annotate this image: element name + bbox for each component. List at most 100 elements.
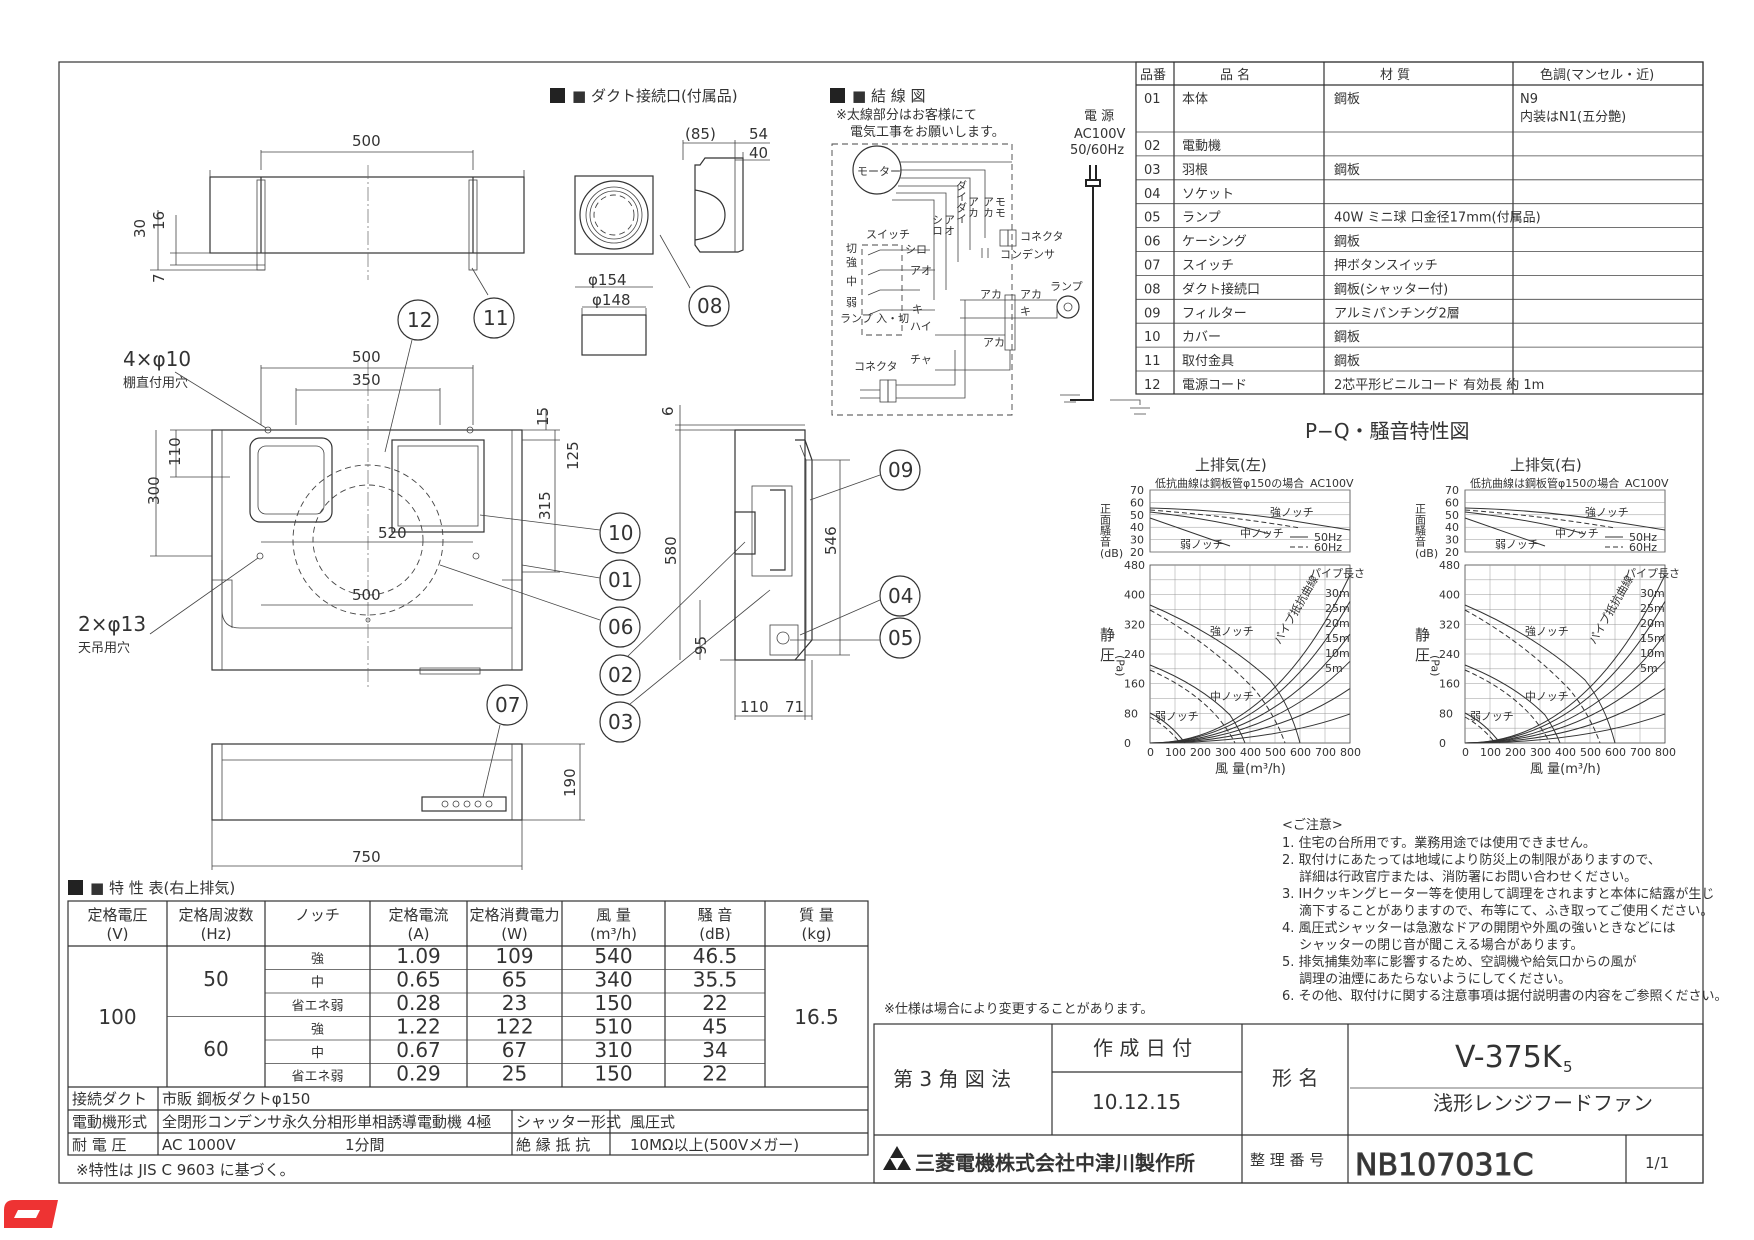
wire-aka-c: アカ <box>980 288 1002 301</box>
parts-header-color: 色調(マンセル・近) <box>1540 67 1654 83</box>
part-no: 07 <box>1144 259 1161 274</box>
part-no: 01 <box>1144 92 1161 107</box>
note-line: 1. 住宅の台所用です。業務用途では使用できません。 <box>1282 835 1596 851</box>
part-name: スイッチ <box>1182 259 1234 274</box>
hole-4x10-label: 棚直付用穴 <box>123 376 188 391</box>
wire-aka-d: アカ <box>1020 288 1042 301</box>
noise-tick: 60 <box>1130 496 1144 509</box>
pipe-length: 10m <box>1325 647 1350 660</box>
flow-tick: 700 <box>1315 746 1336 759</box>
flow-axis-label: 風 量(m³/h) <box>1215 762 1286 777</box>
pipe-length: 25m <box>1325 602 1350 615</box>
lamp-label: ランプ <box>1050 280 1083 293</box>
date-value: 10.12.15 <box>1092 1090 1181 1114</box>
sp-lo-label: 弱ノッチ <box>1155 710 1199 723</box>
power-voltage: AC100V <box>1074 127 1126 142</box>
pipe-length: 20m <box>1325 617 1350 630</box>
dim-front-520: 520 <box>378 524 407 542</box>
capacitor-label: コンデンサ <box>1000 247 1055 261</box>
spec-current: 1.09 <box>396 944 441 968</box>
noise-tick: 40 <box>1130 521 1144 534</box>
dim-side-95: 95 <box>692 636 710 655</box>
sp-tick: 80 <box>1124 707 1138 720</box>
spec-notch: 強 <box>311 952 324 967</box>
dim-front-110: 110 <box>166 437 184 466</box>
part-material: 40W ミニ球 口金径17mm(付属品) <box>1334 210 1541 226</box>
title-block: 第 3 角 図 法 作 成 日 付 10.12.15 形 名 V-375K 5 … <box>873 1023 1704 1184</box>
note-line: 詳細は行政官庁または、消防署にお問い合わせください。 <box>1282 869 1637 885</box>
pipe-length: 5m <box>1325 662 1343 675</box>
withstand-label: 耐 電 圧 <box>72 1136 127 1154</box>
flow-axis-label: 風 量(m³/h) <box>1530 762 1601 777</box>
wiring-diagram: ■ 結 線 図 ※太線部分はお客様にて 電気工事をお願いします。 電 源 AC1… <box>830 87 1150 416</box>
notes-items: 1. 住宅の台所用です。業務用途では使用できません。2. 取付けにあたっては地域… <box>1282 835 1728 1004</box>
wire-shiro: シロ <box>931 214 944 236</box>
wire-c-shiro: シロ <box>905 243 927 256</box>
wiring-title: ■ 結 線 図 <box>852 87 925 105</box>
pipe-length: 20m <box>1640 617 1665 630</box>
jis-note: ※特性は JIS C 9603 に基づく。 <box>76 1161 295 1179</box>
dim-front-350: 350 <box>352 371 381 389</box>
flow-tick: 600 <box>1290 746 1311 759</box>
part-name: 電動機 <box>1182 139 1221 154</box>
model-label: 形 名 <box>1272 1066 1318 1090</box>
legend-60hz: 60Hz <box>1629 541 1657 554</box>
spec-header-unit: (W) <box>501 925 528 943</box>
spec-mass: 16.5 <box>794 1005 839 1029</box>
dim-front-125: 125 <box>564 441 582 470</box>
sp-label-1: 静 <box>1415 626 1430 644</box>
spec-power: 23 <box>502 991 527 1015</box>
dim-top-7: 7 <box>150 273 168 283</box>
wiring-note-line2: 電気工事をお願いします。 <box>850 124 1005 140</box>
spec-header: 定格電圧 <box>87 906 147 924</box>
flow-tick: 500 <box>1265 746 1286 759</box>
part-no: 12 <box>1144 378 1161 393</box>
dim-duct-85: (85) <box>685 125 716 143</box>
duct-connector-title: ■ ダクト接続口(付属品) <box>572 87 738 105</box>
noise-tick: 60 <box>1445 496 1459 509</box>
insulation-value: 10MΩ以上(500Vメガー) <box>630 1136 799 1154</box>
dim-duct-40: 40 <box>749 144 768 162</box>
part-no: 03 <box>1144 163 1161 178</box>
spec-notch: 中 <box>311 1046 324 1061</box>
duct-connector-view: ■ ダクト接続口(付属品) (85) 54 40 φ154 φ148 08 <box>550 87 770 356</box>
note-line: 3. IHクッキングヒーター等を使用して調理をされますと本体に結露が生じ <box>1282 886 1714 902</box>
pq-duct-note: 低抗曲線は鋼板管φ150の場合 <box>1155 476 1304 490</box>
part-material: アルミパンチング2層 <box>1334 306 1460 321</box>
sp-tick: 0 <box>1439 737 1446 750</box>
wire-aka: アカ <box>967 196 980 218</box>
part-no: 08 <box>1144 282 1161 297</box>
pipe-length: 30m <box>1325 587 1350 600</box>
sp-label-2: 圧 <box>1415 646 1430 664</box>
part-color: N9 <box>1520 92 1538 107</box>
ref-10-balloon: 10 <box>608 521 633 545</box>
dim-front-15: 15 <box>534 407 552 426</box>
legend-60hz: 60Hz <box>1314 541 1342 554</box>
sp-tick: 400 <box>1124 589 1145 602</box>
pipe-length: 10m <box>1640 647 1665 660</box>
note-line: 5. 排気捕集効率に影響するため、空調機や給気口からの風が <box>1282 954 1637 970</box>
pipe-length-label: パイプ長さ <box>1625 567 1680 580</box>
pipe-length: 30m <box>1640 587 1665 600</box>
sp-tick: 0 <box>1124 737 1131 750</box>
dim-front-300: 300 <box>145 476 163 505</box>
switch-mid: 中 <box>846 275 857 288</box>
flow-tick: 800 <box>1655 746 1676 759</box>
sheet-number: 1/1 <box>1645 1154 1669 1172</box>
spec-grid: 定格電圧(V)定格周波数(Hz)ノッチ定格電流(A)定格消費電力(W)風 量(m… <box>87 901 839 1087</box>
withstand-time: 1分間 <box>345 1136 385 1154</box>
flow-tick: 0 <box>1462 746 1469 759</box>
part-no: 04 <box>1144 187 1161 202</box>
flow-tick: 0 <box>1147 746 1154 759</box>
withstand-value: AC 1000V <box>162 1136 236 1154</box>
flow-tick: 400 <box>1240 746 1261 759</box>
dim-side-71: 71 <box>785 698 804 716</box>
parts-header-no: 品番 <box>1140 68 1166 83</box>
dim-top-500: 500 <box>352 132 381 150</box>
part-no: 09 <box>1144 306 1161 321</box>
duct-value: 市販 鋼板ダクトφ150 <box>162 1090 310 1108</box>
sp-tick: 320 <box>1124 618 1145 631</box>
